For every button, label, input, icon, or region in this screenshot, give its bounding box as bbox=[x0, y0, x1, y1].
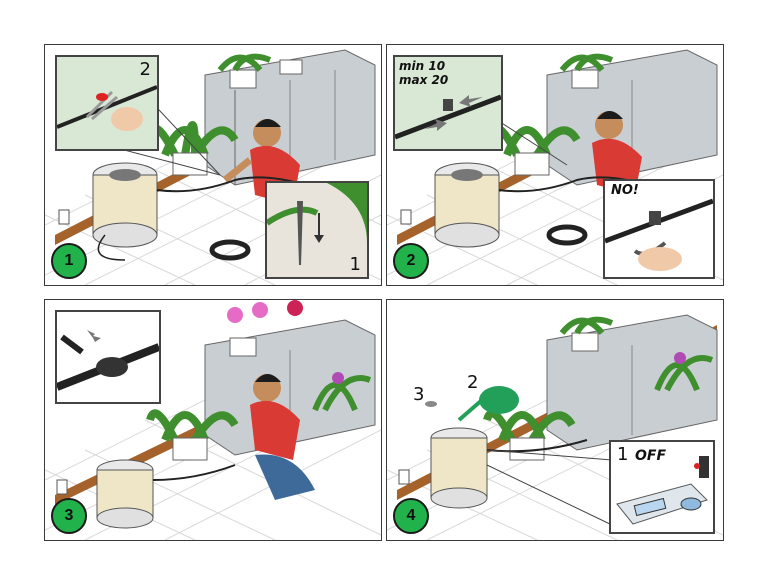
dripper-spacing-min: min 10 bbox=[399, 59, 446, 73]
step-2-dripper-inset: min 10 max 20 bbox=[393, 55, 503, 151]
step-number-badge: 2 bbox=[393, 243, 429, 279]
switch-step-number: 1 bbox=[617, 444, 629, 465]
dripper-spacing-max: max 20 bbox=[399, 73, 449, 87]
step-number-badge: 1 bbox=[51, 243, 87, 279]
step-2-scene bbox=[387, 49, 723, 285]
step-1-panel: 2 1 1 bbox=[44, 44, 382, 286]
step-4-switch-inset: 1 OFF bbox=[609, 440, 715, 534]
inset-step-number: 1 bbox=[349, 254, 361, 275]
cap-label: 3 bbox=[413, 384, 425, 405]
step-number-badge: 3 bbox=[51, 498, 87, 534]
step-1-cut-inset: 2 bbox=[55, 55, 159, 151]
step-3-scene bbox=[45, 300, 381, 540]
step-4-panel: 2 3 1 OFF 4 bbox=[386, 299, 724, 541]
wrong-warning: NO! bbox=[611, 183, 639, 198]
step-2-wrong-inset: NO! bbox=[603, 179, 715, 279]
switch-off-label: OFF bbox=[635, 448, 667, 464]
step-1-stake-inset: 1 bbox=[265, 181, 369, 279]
step-1-scene bbox=[45, 49, 381, 285]
step-2-panel: min 10 max 20 NO! 2 bbox=[386, 44, 724, 286]
pour-water-label: 2 bbox=[467, 372, 479, 393]
step-3-panel: 3 bbox=[44, 299, 382, 541]
inset-step-number: 2 bbox=[139, 59, 151, 80]
step-3-connector-inset bbox=[55, 310, 161, 404]
step-4-scene bbox=[387, 314, 723, 540]
step-number-badge: 4 bbox=[393, 498, 429, 534]
